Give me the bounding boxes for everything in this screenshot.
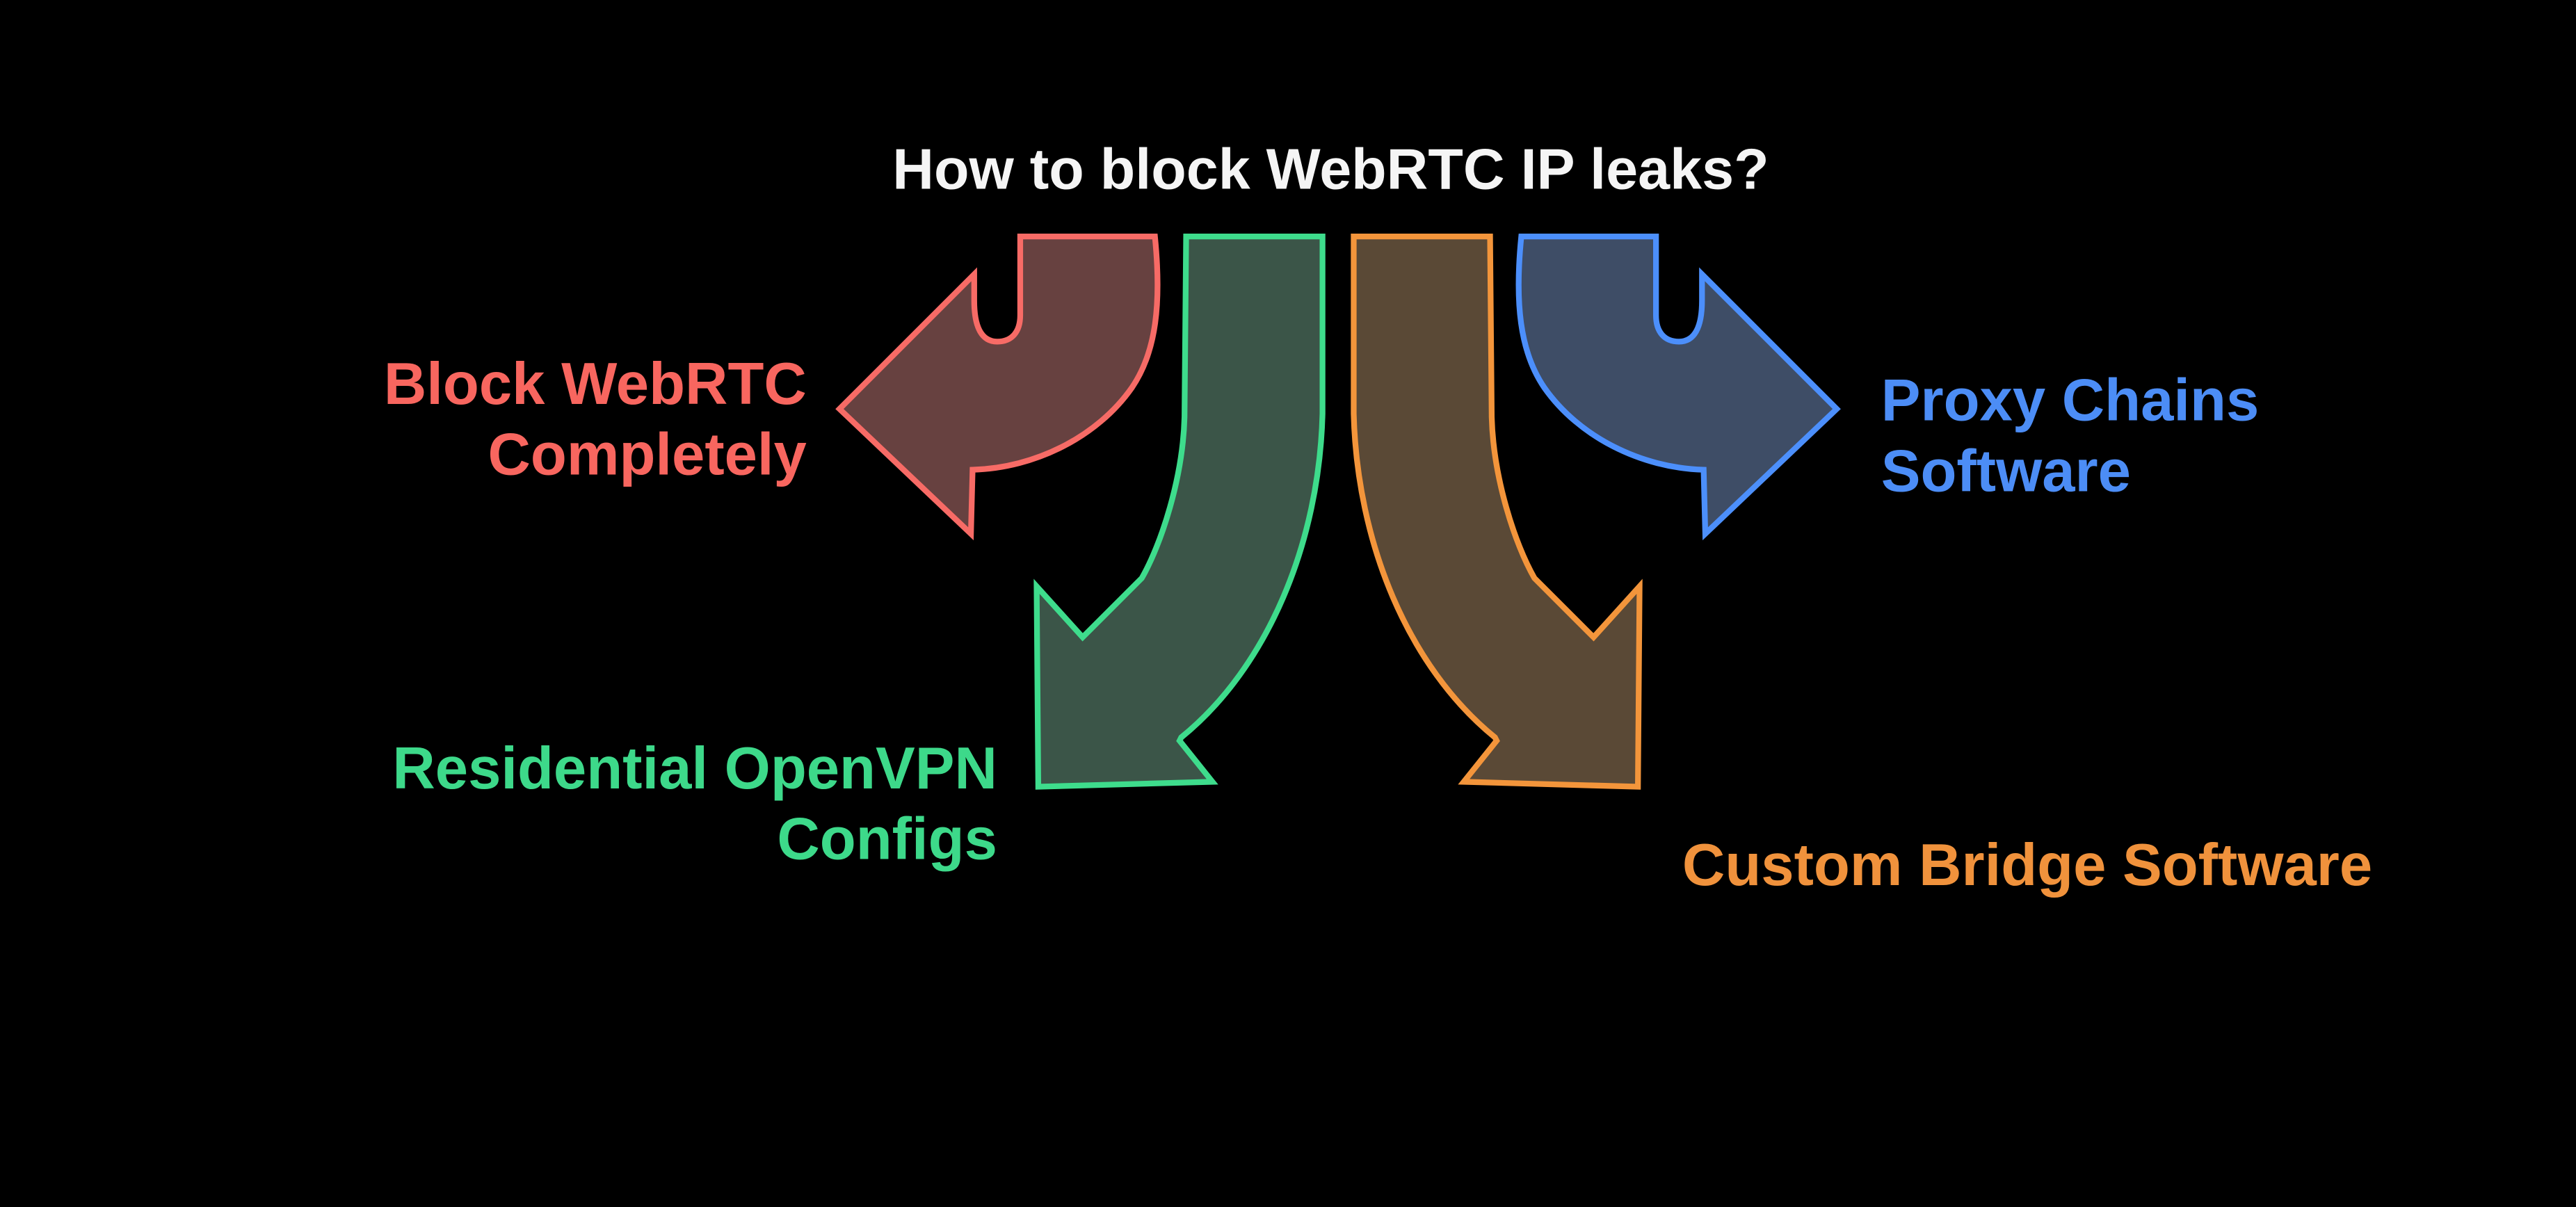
- label-proxy-chains-software: Proxy Chains Software: [1881, 364, 2260, 505]
- label-line: Proxy Chains: [1881, 366, 2260, 434]
- label-line: Software: [1881, 437, 2131, 505]
- label-line: Block WebRTC: [383, 350, 807, 418]
- label-line: Completely: [488, 420, 807, 488]
- label-line: Configs: [777, 804, 997, 873]
- label-residential-openvpn-configs: Residential OpenVPN Configs: [392, 733, 997, 874]
- label-line: Residential OpenVPN: [392, 734, 997, 802]
- label-line: Custom Bridge Software: [1682, 831, 2373, 899]
- curved-arrow-left-icon: [835, 234, 1161, 541]
- curved-arrow-right-icon: [1515, 234, 1841, 541]
- page-title: How to block WebRTC IP leaks?: [892, 138, 1769, 202]
- label-block-webrtc-completely: Block WebRTC Completely: [384, 348, 807, 489]
- curved-arrow-down-left-icon: [1033, 234, 1326, 790]
- curved-arrow-down-right-icon: [1351, 234, 1643, 790]
- label-custom-bridge-software: Custom Bridge Software: [1682, 829, 2372, 900]
